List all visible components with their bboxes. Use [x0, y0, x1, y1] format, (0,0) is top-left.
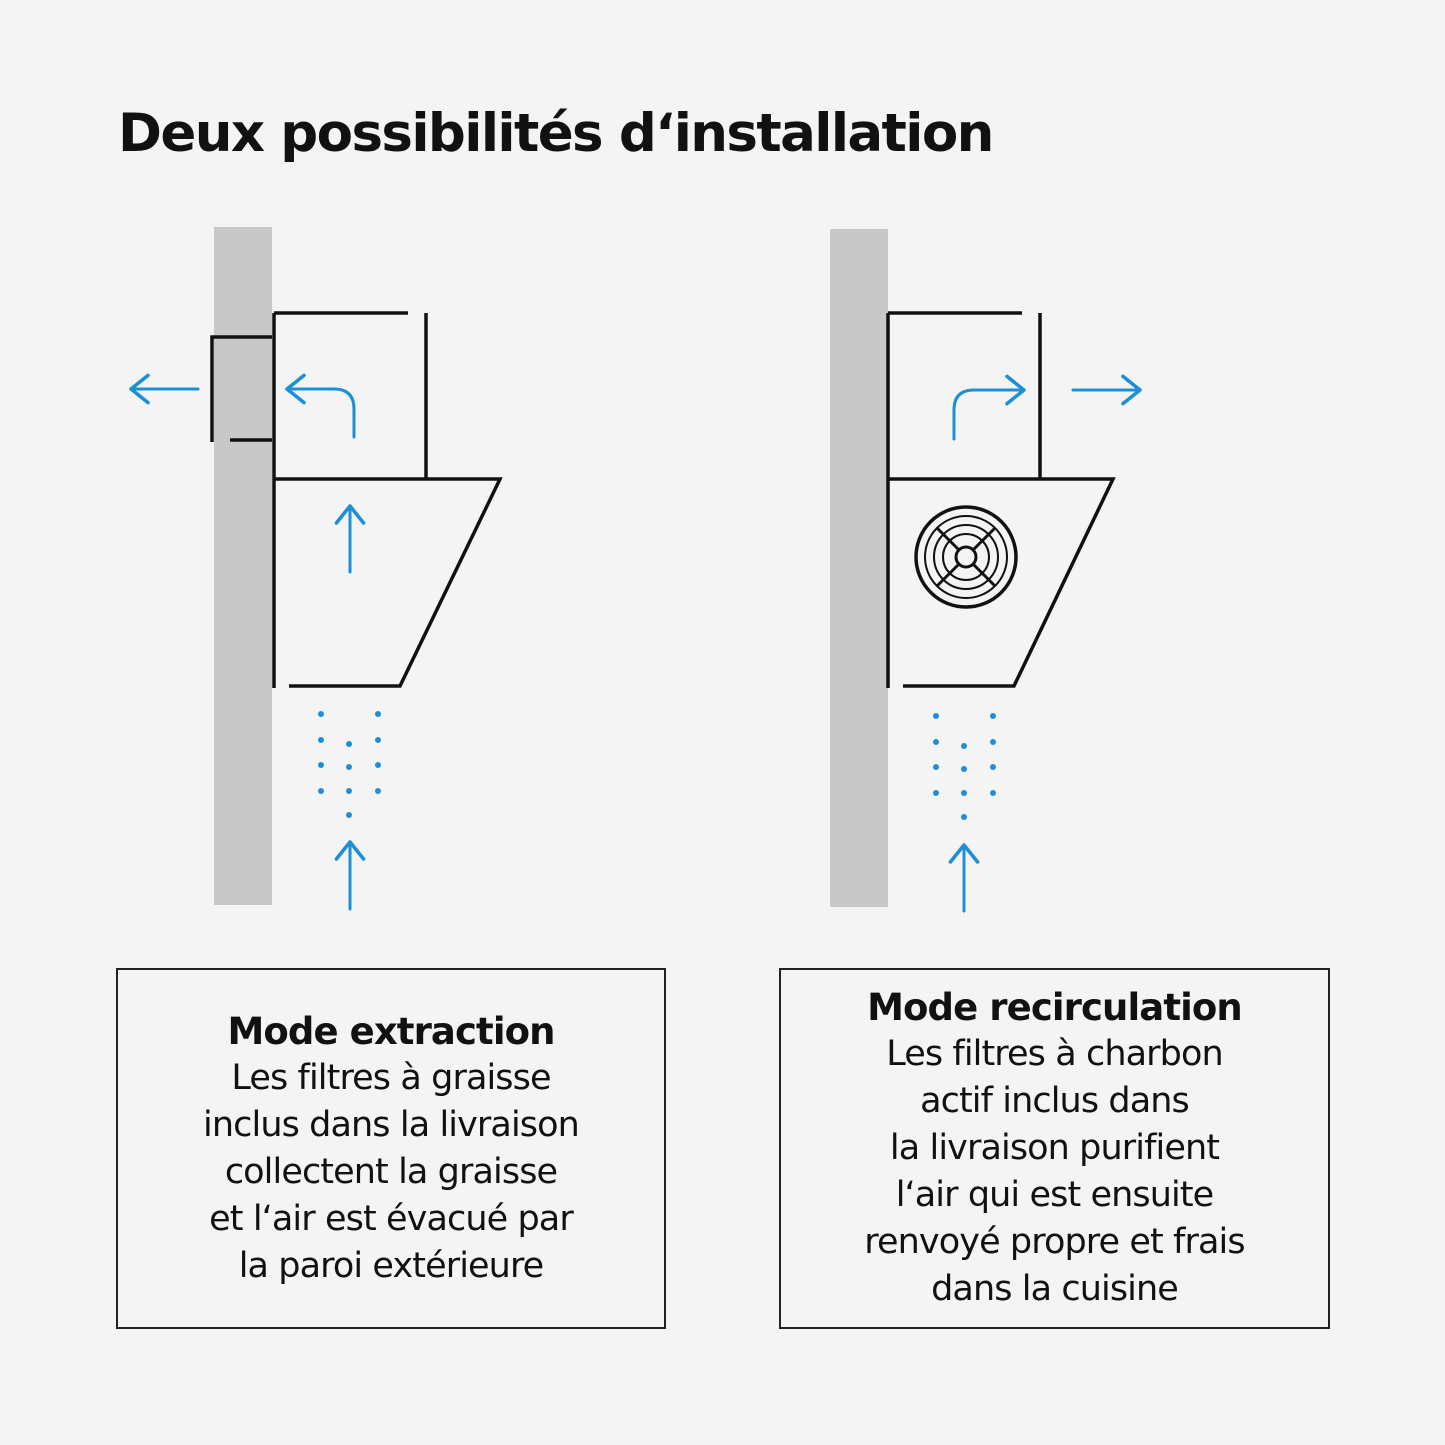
wall — [214, 227, 272, 905]
extraction-mode-box: Mode extraction Les filtres à graisse in… — [116, 968, 666, 1329]
recirculation-description-line: dans la cuisine — [931, 1269, 1179, 1309]
recirculation-description-line: la livraison purifient — [889, 1128, 1220, 1168]
recirculation-mode-box: Mode recirculation Les filtres à charbon… — [779, 968, 1330, 1329]
airflow-arrows — [948, 374, 1142, 913]
exhaust-duct-outline — [210, 335, 272, 442]
extraction-description-line: et l‘air est évacué par — [209, 1198, 574, 1239]
hood-chimney-outline — [886, 311, 1042, 688]
recirculation-diagram — [830, 229, 1142, 913]
extraction-mode-heading: Mode extraction — [227, 1009, 555, 1053]
extraction-description-line: la paroi extérieure — [238, 1245, 545, 1286]
extraction-diagram — [129, 227, 503, 911]
extraction-description-line: Les filtres à graisse — [231, 1057, 551, 1098]
recirculation-description-line: Les filtres à charbon — [886, 1034, 1223, 1074]
fan-icon — [914, 505, 1018, 609]
arrow-curve-right-icon — [952, 374, 1026, 441]
recirculation-mode-heading: Mode recirculation — [867, 986, 1243, 1029]
extraction-description-line: inclus dans la livraison — [203, 1104, 580, 1145]
extraction-description-line: collectent la graisse — [224, 1151, 558, 1192]
hood-canopy-outline — [888, 477, 1116, 688]
page-title: Deux possibilités d‘installation — [118, 103, 994, 164]
vapor-dots — [318, 711, 381, 818]
vapor-dots — [933, 713, 996, 820]
wall — [830, 229, 888, 907]
airflow-arrows — [129, 373, 366, 911]
recirculation-description-line: l‘air qui est ensuite — [895, 1175, 1215, 1215]
hood-canopy-outline — [274, 477, 503, 688]
hood-chimney-outline — [272, 311, 428, 688]
recirculation-description-line: actif inclus dans — [920, 1081, 1190, 1121]
recirculation-description-line: renvoyé propre et frais — [864, 1222, 1245, 1262]
arrow-curve-left-icon — [285, 373, 356, 439]
